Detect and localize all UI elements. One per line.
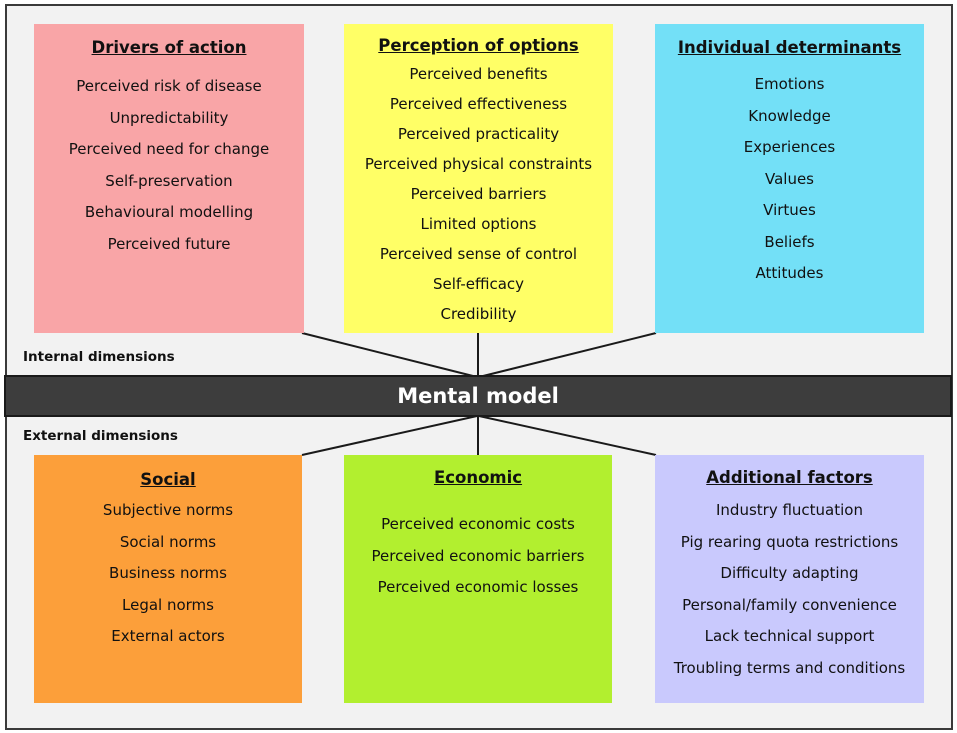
list-item: Behavioural modelling [84,203,254,221]
list-item: Industry fluctuation [716,501,863,519]
list-item: Lack technical support [704,627,875,645]
list-item: Virtues [763,201,816,219]
list-item: Perceived future [107,234,231,253]
list-item: Personal/family convenience [682,595,897,614]
list-item: Perceived barriers [410,185,547,203]
list-item: Emotions [754,75,825,93]
list-item: Limited options [420,215,537,233]
box-title: Economic [433,468,523,487]
list-item: Subjective norms [102,501,234,519]
external-dimensions-label: External dimensions [23,428,178,444]
list-item: Self-preservation [105,171,233,190]
list-item: Perceived risk of disease [76,77,262,95]
connector-additional [478,415,657,456]
list-item: Social norms [119,532,217,551]
list-item: Attitudes [755,264,824,282]
list-item: Perceived benefits [409,65,548,83]
list-item: Unpredictability [109,108,229,127]
mental-model-band: Mental model [4,375,952,417]
list-item: Values [764,169,814,188]
list-item: Business norms [109,564,227,582]
box-title: Additional factors [706,468,873,487]
connector-drivers [301,332,478,378]
list-item: Experiences [743,138,836,156]
connector-individual [478,332,657,378]
list-item: Perceived economic barriers [371,546,585,565]
internal-dimensions-label: Internal dimensions [23,349,175,365]
box-perception-of-options: Perception of options Perceived benefits… [344,24,613,333]
list-item: Perceived economic costs [381,515,575,533]
list-item: Pig rearing quota restrictions [680,532,899,551]
list-item: Credibility [440,305,517,323]
box-title: Individual determinants [677,38,902,57]
list-item: Legal norms [122,595,214,614]
list-item: Troubling terms and conditions [673,658,906,677]
box-title: Social [140,470,196,489]
box-title: Drivers of action [91,38,247,57]
box-drivers-of-action: Drivers of action Perceived risk of dise… [34,24,304,333]
list-item: Perceived need for change [68,140,270,158]
list-item: Perceived practicality [397,125,560,143]
list-item: Difficulty adapting [720,564,859,582]
list-item: Beliefs [764,232,815,251]
list-item: Perceived effectiveness [389,95,568,113]
list-item: Knowledge [748,106,831,125]
list-item: External actors [111,627,225,645]
box-title: Perception of options [378,36,579,55]
list-item: Perceived physical constraints [364,155,593,173]
list-item: Perceived economic losses [377,578,579,596]
list-item: Perceived sense of control [379,245,578,263]
list-item: Self-efficacy [432,275,525,293]
connector-social [301,415,478,456]
